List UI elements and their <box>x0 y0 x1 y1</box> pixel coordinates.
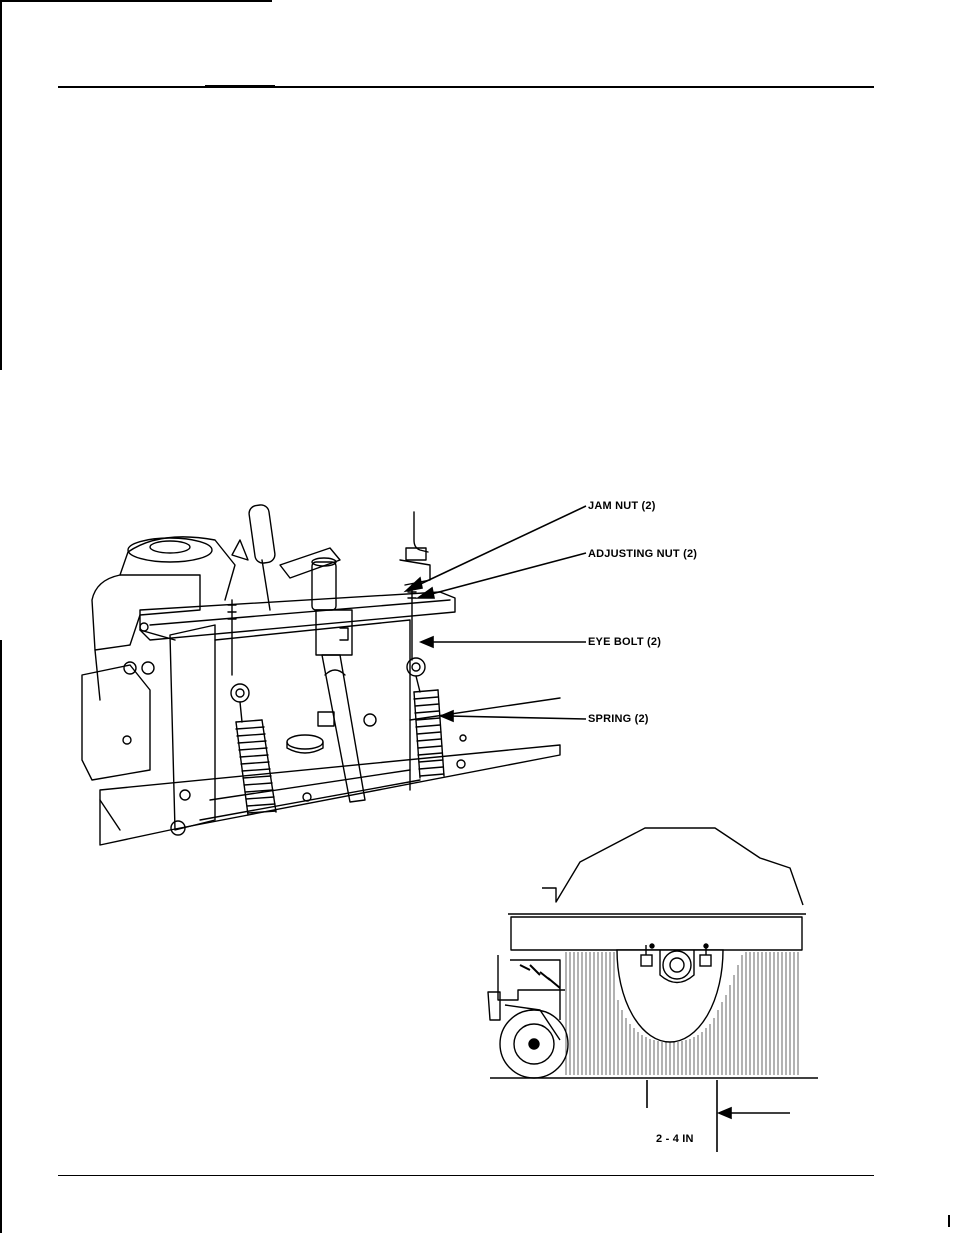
spring-label: SPRING (2) <box>588 713 649 725</box>
top-left-edge-line <box>0 0 272 2</box>
frame-plate <box>169 624 216 831</box>
base-deck <box>99 744 561 846</box>
deck-bar <box>510 916 803 951</box>
eye-bolt-label: EYE BOLT (2) <box>588 636 662 648</box>
brush-pattern-measurement: 2 - 4 IN <box>656 1133 694 1145</box>
control-cable <box>413 511 429 553</box>
jam-nut-label: JAM NUT (2) <box>588 500 656 512</box>
right-spring <box>413 689 445 779</box>
header-rule <box>58 86 874 88</box>
engine-top-cap <box>127 537 213 563</box>
header-rule-accent <box>205 85 275 88</box>
caster-bracket <box>497 955 565 1001</box>
lever-knob <box>248 504 276 564</box>
page-corner-mark <box>948 1215 950 1227</box>
engine-bolt <box>122 735 132 745</box>
brush-bristles <box>565 952 799 1075</box>
brush-core <box>616 949 724 1043</box>
left-spring <box>235 719 277 816</box>
engine-cover <box>81 664 151 781</box>
adjusting-nut-leader <box>423 552 587 597</box>
chain <box>519 964 561 989</box>
spring-leader <box>447 715 587 720</box>
jam-nut-leader <box>411 505 587 589</box>
brush-hub <box>662 950 692 980</box>
adjusting-nut-label: ADJUSTING NUT (2) <box>588 548 698 560</box>
center-rod <box>321 654 366 803</box>
left-edge-line-lower <box>0 640 2 1233</box>
fitting <box>317 711 335 727</box>
engine-housing <box>91 574 201 651</box>
footer-rule <box>58 1175 874 1176</box>
brush-hood <box>542 827 804 906</box>
left-edge-line-upper <box>0 0 2 370</box>
